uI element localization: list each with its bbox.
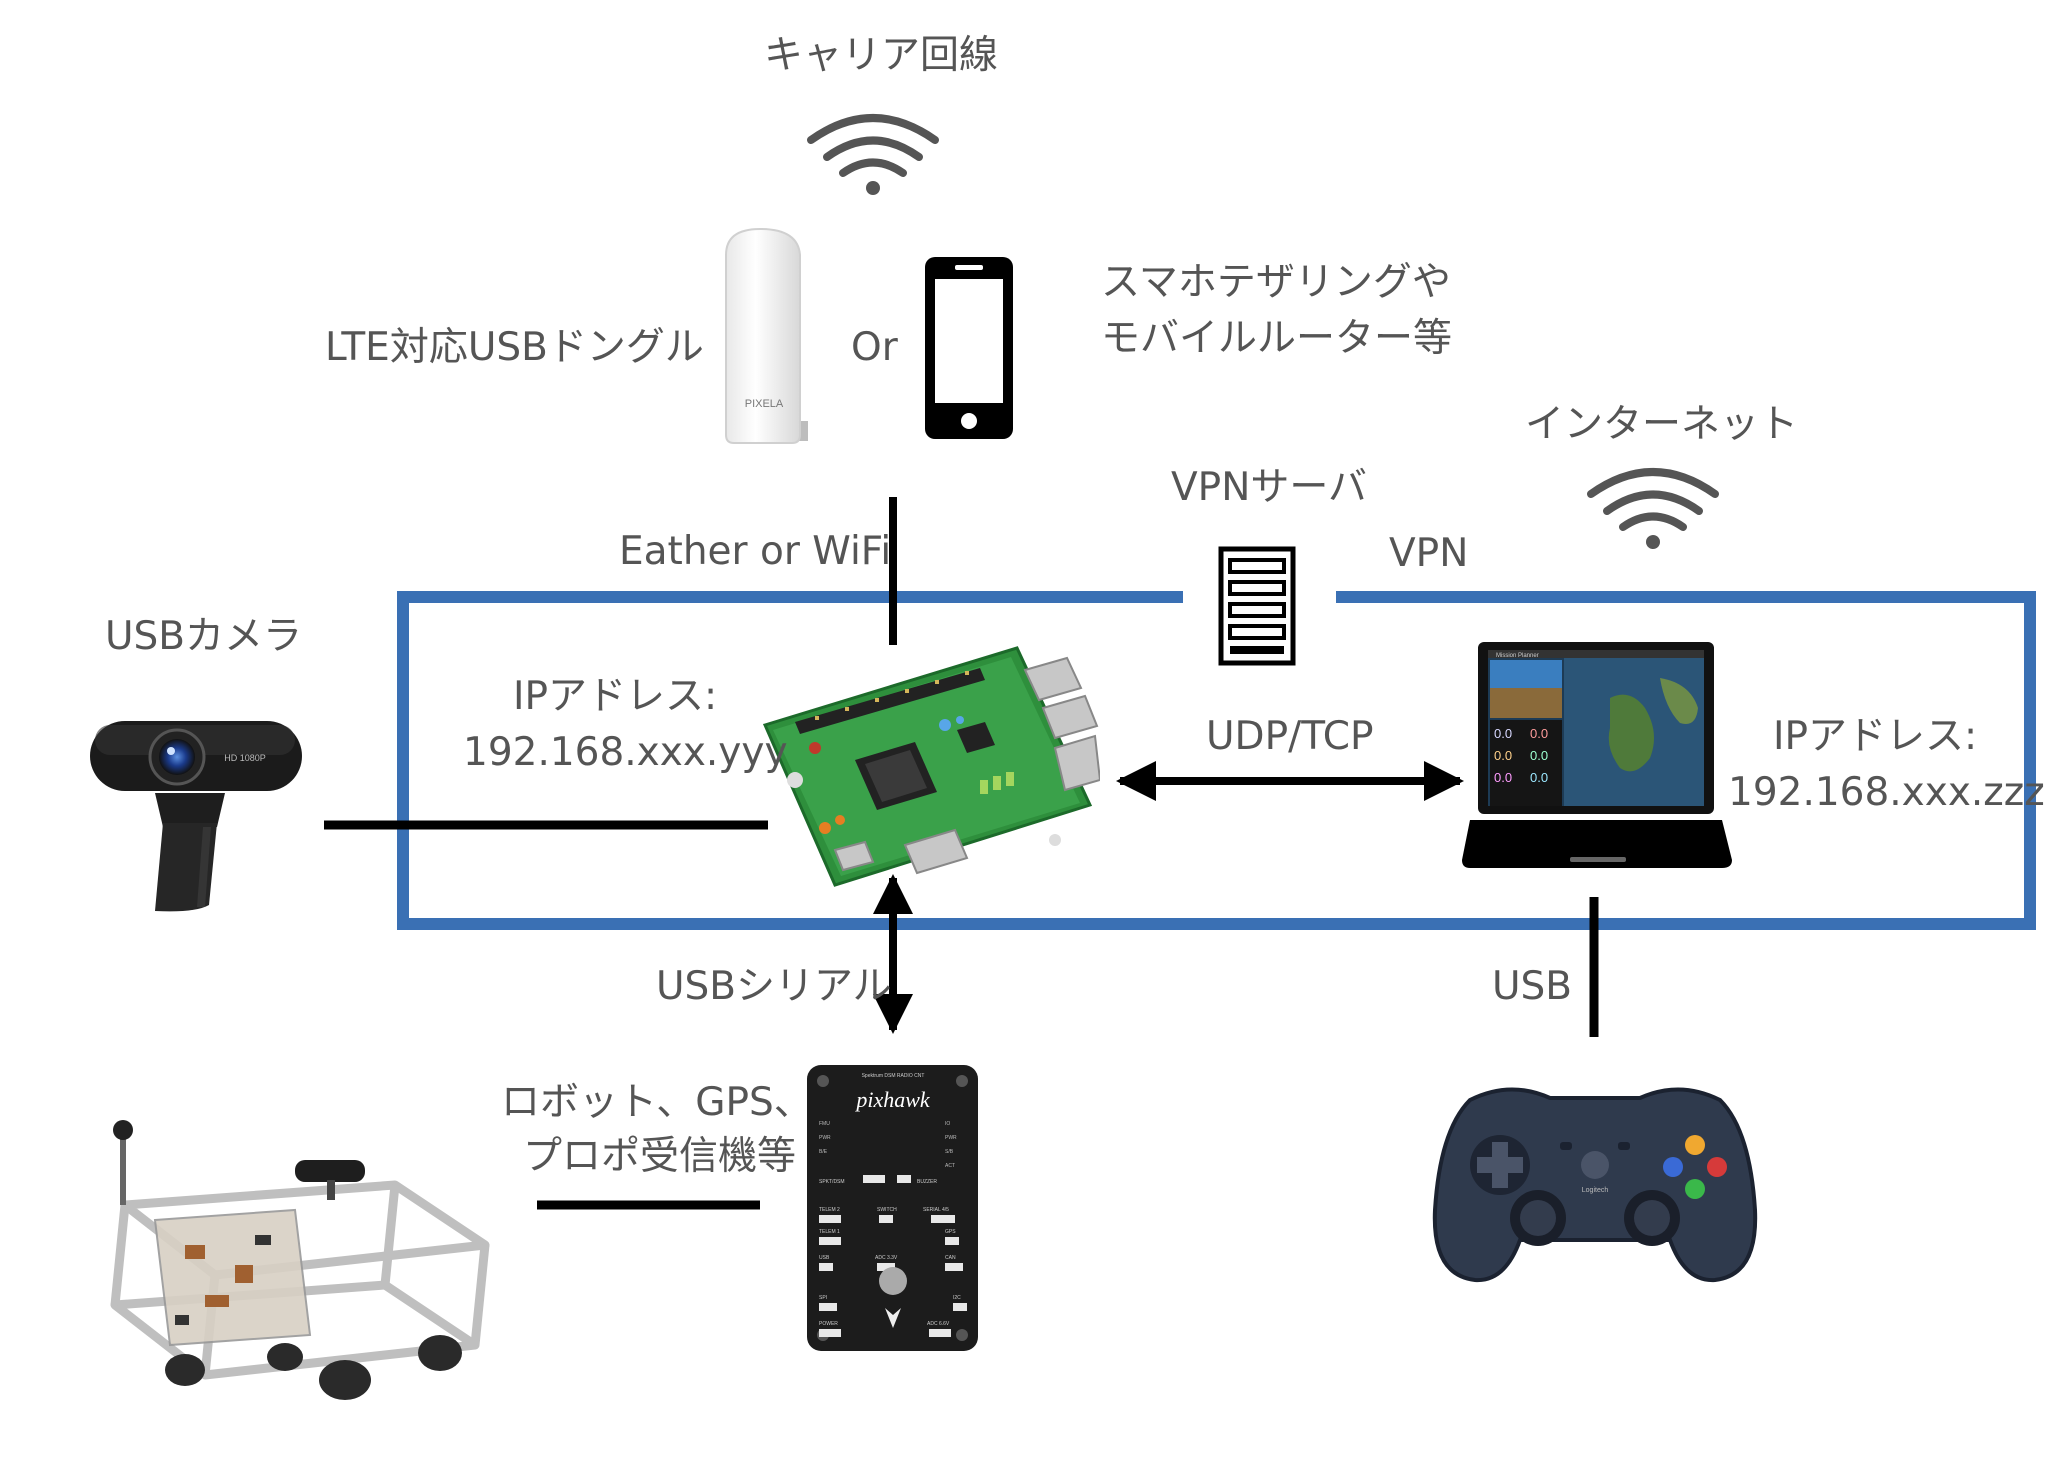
smartphone-icon <box>925 257 1013 439</box>
wifi-icon <box>1587 468 1719 549</box>
gcs-readout: 0.0 <box>1494 748 1512 763</box>
fc-label: PWR <box>945 1135 957 1141</box>
fc-port-label: ADC 6.6V <box>927 1321 950 1327</box>
robot-label-1: ロボット、GPS、 <box>501 1080 813 1125</box>
gamepad-logo: Logitech <box>1582 1187 1609 1194</box>
fc-port-label: SWITCH <box>877 1207 897 1213</box>
fc-top-label: Spektrum DSM RADIO CNT <box>862 1073 925 1079</box>
usb-serial-label: USBシリアル <box>656 964 892 1009</box>
fc-port-label: I2C <box>953 1295 961 1301</box>
fc-port-label: ADC 3.3V <box>875 1255 898 1261</box>
laptop-icon: Mission Planner 0.0 0.0 0.0 0.0 0.0 0.0 <box>1462 642 1732 868</box>
usb-dongle-icon: PIXELA <box>725 227 808 444</box>
fc-port-label: CAN <box>945 1255 956 1261</box>
dongle-brand: PIXELA <box>745 398 784 410</box>
fc-label: IO <box>945 1121 950 1127</box>
gcs-readout: 0.0 <box>1530 726 1548 741</box>
fc-port-label: SPKT/DSM <box>819 1179 845 1185</box>
network-box <box>397 591 2036 930</box>
fc-port-label: TELEM 1 <box>819 1229 840 1235</box>
raspberry-pi-icon <box>762 646 1100 887</box>
flight-controller-icon: Spektrum DSM RADIO CNT pixhawk FMU PWR B… <box>807 1065 978 1351</box>
fc-port-label: GPS <box>945 1229 956 1235</box>
gcs-readout: 0.0 <box>1530 748 1548 763</box>
fc-port-label: TELEM 2 <box>819 1207 840 1213</box>
webcam-icon: HD 1080P <box>90 721 302 912</box>
ip-right-value: 192.168.xxx.zzz <box>1728 770 2045 815</box>
usb-label: USB <box>1492 964 1573 1009</box>
fc-label: PWR <box>819 1135 831 1141</box>
fc-label: FMU <box>819 1121 830 1127</box>
smartphone-label-2: モバイルルーター等 <box>1101 316 1453 361</box>
ip-right-title: IPアドレス: <box>1773 714 1978 759</box>
fc-port-label: SERIAL 4/5 <box>923 1207 949 1213</box>
internet-label: インターネット <box>1525 402 1799 447</box>
fc-label: B/E <box>819 1149 828 1155</box>
carrier-label: キャリア回線 <box>764 33 999 78</box>
fc-label: ACT <box>945 1163 955 1169</box>
fc-port-label: USB <box>819 1255 830 1261</box>
fc-port-label: SPI <box>819 1295 827 1301</box>
udp-tcp-label: UDP/TCP <box>1206 714 1374 759</box>
vpn-server-label: VPNサーバ <box>1171 465 1367 510</box>
gcs-readout: 0.0 <box>1494 770 1512 785</box>
wifi-icon <box>807 114 939 195</box>
fc-port-label: POWER <box>819 1321 838 1327</box>
gamepad-icon: Logitech <box>1432 1087 1758 1283</box>
usb-camera-label: USBカメラ <box>105 614 303 659</box>
lte-dongle-label: LTE対応USBドングル <box>325 325 704 370</box>
vpn-label: VPN <box>1389 531 1469 576</box>
robot-label-2: プロポ受信機等 <box>523 1134 797 1179</box>
fc-label: S/B <box>945 1149 954 1155</box>
gcs-readout: 0.0 <box>1494 726 1512 741</box>
smartphone-label-1: スマホテザリングや <box>1101 260 1451 305</box>
gcs-title: Mission Planner <box>1496 653 1539 659</box>
fc-port-label: BUZZER <box>917 1179 937 1185</box>
fc-brand: pixhawk <box>854 1087 931 1112</box>
robot-icon <box>110 1120 490 1400</box>
server-icon <box>1218 546 1296 666</box>
ether-wifi-label: Eather or WiFi <box>619 529 892 574</box>
webcam-label: HD 1080P <box>224 753 266 763</box>
ip-left-value: 192.168.xxx.yyy <box>463 730 788 775</box>
gcs-readout: 0.0 <box>1530 770 1548 785</box>
or-label: Or <box>851 325 898 370</box>
ip-left-title: IPアドレス: <box>513 674 718 719</box>
